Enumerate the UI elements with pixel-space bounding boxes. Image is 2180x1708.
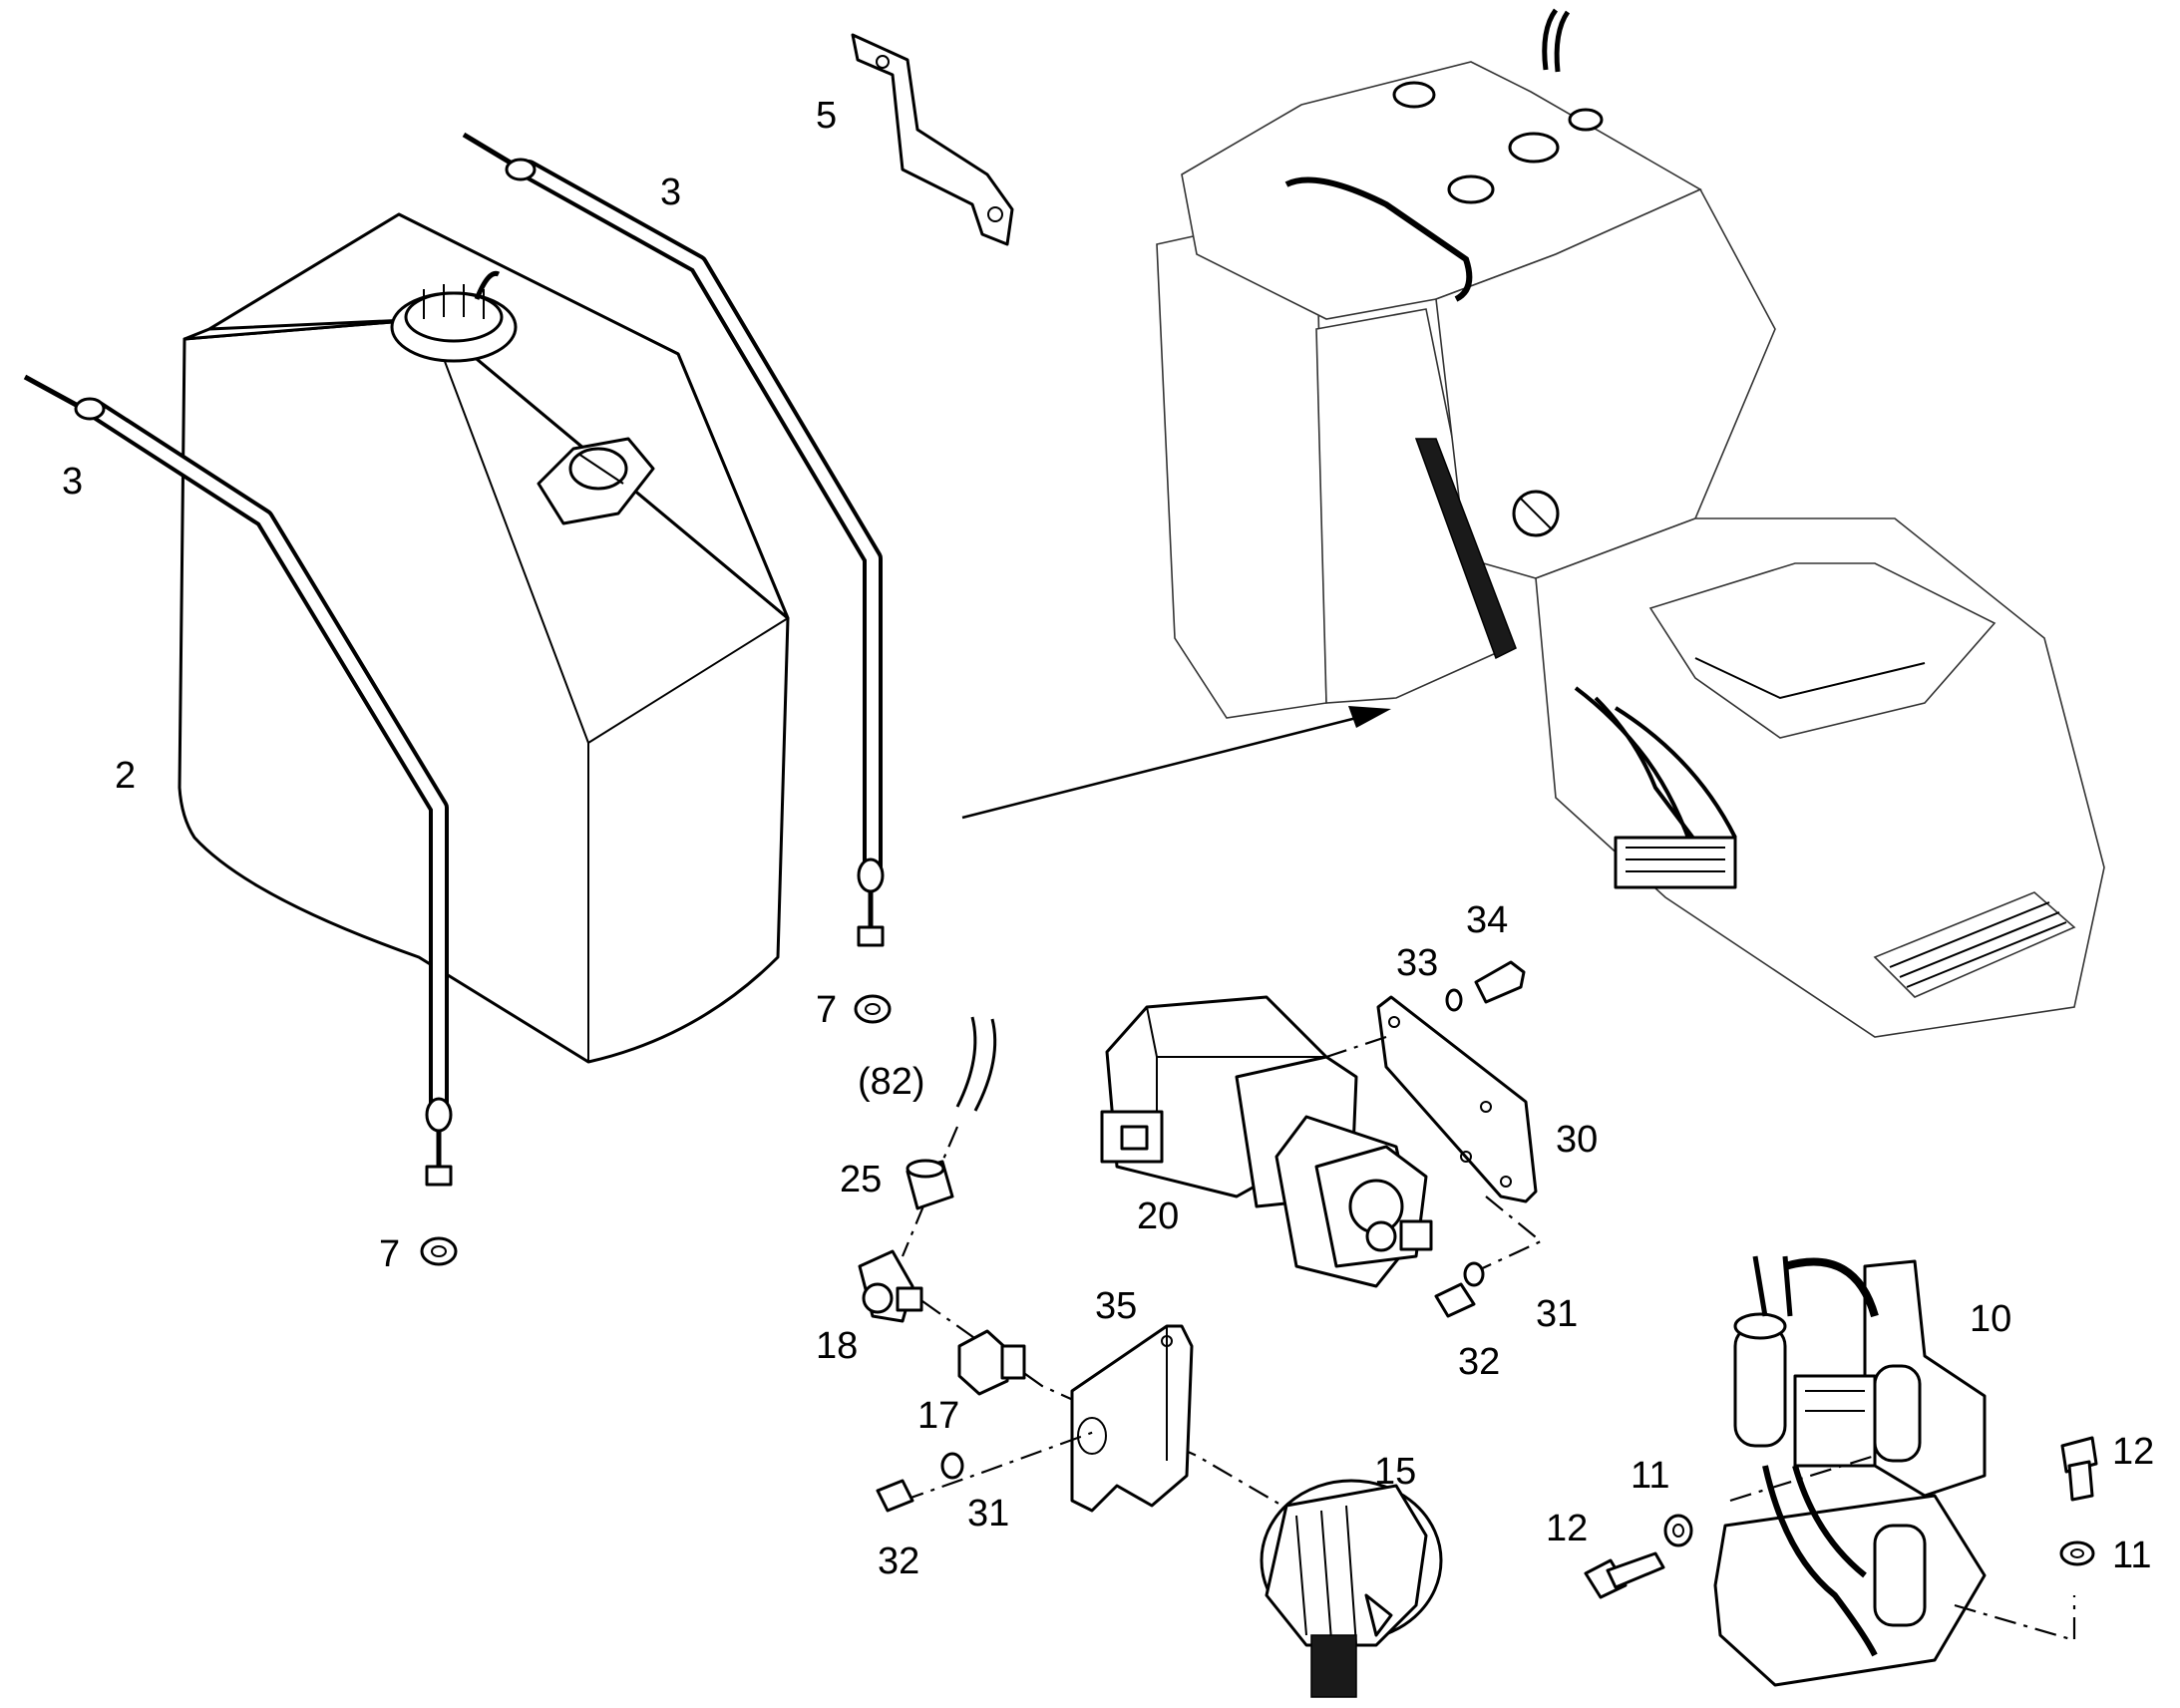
callout-31-left: 31 <box>967 1493 1009 1535</box>
assembly-line-filter-left <box>1729 1454 1876 1503</box>
callout-31-right: 31 <box>1536 1293 1578 1335</box>
bolt-32-right <box>1434 1282 1476 1318</box>
assembly-line-left-bolt <box>902 1429 1098 1503</box>
washer-11-mid <box>1663 1514 1693 1547</box>
callout-5: 5 <box>816 95 837 137</box>
mounting-plate-30 <box>1376 995 1538 1203</box>
elbow-fitting-18 <box>858 1249 923 1323</box>
callout-7-upper: 7 <box>816 989 837 1031</box>
callout-12-right: 12 <box>2112 1431 2154 1473</box>
machine-frame <box>1156 8 2105 1038</box>
filter-unit-10 <box>1713 1255 1987 1687</box>
callout-30: 30 <box>1556 1119 1598 1161</box>
pump-20 <box>1100 995 1433 1288</box>
callout-3-right: 3 <box>660 171 681 213</box>
bolt-12-right <box>2060 1436 2098 1502</box>
callout-20: 20 <box>1137 1196 1179 1237</box>
wiring-harness <box>1574 686 1737 889</box>
hose-82 <box>955 1016 997 1112</box>
adaptor-17 <box>957 1329 1026 1396</box>
washer-11-right <box>2059 1540 2095 1566</box>
washer-31-left <box>940 1452 964 1480</box>
location-arrow <box>961 706 1391 820</box>
callout-12-mid: 12 <box>1546 1508 1588 1549</box>
callout-labels: 2 3 3 5 7 7 (82) 25 18 17 20 30 31 32 31… <box>62 95 2154 1582</box>
callout-7-lower: 7 <box>379 1233 400 1275</box>
callout-25: 25 <box>840 1159 882 1200</box>
callout-32-left: 32 <box>878 1540 919 1582</box>
tank-strap-left <box>23 374 453 1187</box>
callout-33: 33 <box>1396 942 1438 984</box>
callout-10: 10 <box>1970 1298 2011 1340</box>
callout-32-right: 32 <box>1458 1341 1500 1383</box>
bracket-5 <box>851 33 1014 246</box>
washer-31-right <box>1463 1261 1485 1287</box>
callout-82: (82) <box>858 1061 925 1103</box>
washer-33 <box>1445 988 1463 1012</box>
callout-18: 18 <box>816 1325 858 1367</box>
bolt-32-left <box>876 1479 914 1513</box>
callout-17: 17 <box>917 1395 959 1437</box>
gauge-bracket-35 <box>1070 1324 1194 1513</box>
callout-2: 2 <box>115 755 136 797</box>
nut-7-upper <box>854 994 892 1024</box>
callout-3-left: 3 <box>62 461 83 503</box>
assembly-line-plate-bottom <box>1475 1196 1544 1272</box>
assembly-line-filter-right <box>1954 1595 2076 1642</box>
nut-7-lower <box>420 1236 458 1266</box>
callout-35: 35 <box>1095 1285 1137 1327</box>
fuel-tank <box>178 212 790 1064</box>
callout-34: 34 <box>1466 899 1508 941</box>
tank-strap-right <box>462 132 885 947</box>
assembly-line-plate-top <box>1325 1035 1387 1059</box>
gauge-15 <box>1260 1479 1443 1698</box>
callout-11-mid: 11 <box>1631 1455 1669 1497</box>
screw-34 <box>1474 960 1526 1004</box>
bolt-12-mid <box>1584 1551 1665 1599</box>
callout-11-right: 11 <box>2112 1535 2151 1576</box>
fitting-25 <box>906 1159 954 1210</box>
callout-15: 15 <box>1374 1451 1416 1493</box>
